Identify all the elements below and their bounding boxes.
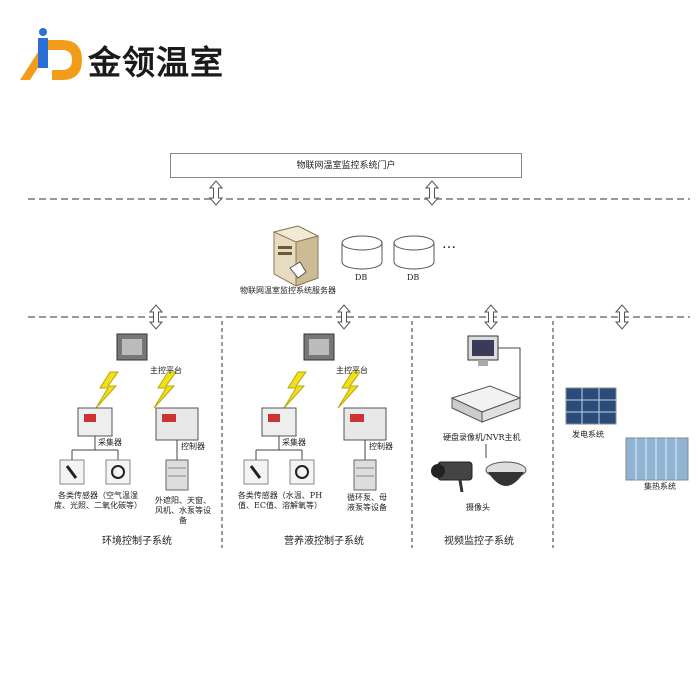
- database-icon: [393, 235, 435, 270]
- sensor-icon: [289, 459, 315, 485]
- env-main-platform-label: 主控平台: [150, 366, 182, 375]
- env-collector-label: 采集器: [98, 438, 122, 447]
- env-controller-label: 控制器: [181, 442, 205, 451]
- sensor-icon: [105, 459, 131, 485]
- sensor-icon: [243, 459, 269, 485]
- double-arrow-icon: [483, 304, 499, 330]
- power-system-label: 发电系统: [572, 430, 604, 439]
- db-label: DB: [407, 273, 420, 282]
- sensor-icon: [59, 459, 85, 485]
- nut-devices-label: 循环泵、母液泵等设备: [347, 493, 387, 512]
- nut-subsystem-title: 营养液控制子系统: [284, 536, 364, 547]
- solar-panel-icon: [565, 387, 617, 425]
- double-arrow-icon: [336, 304, 352, 330]
- bullet-camera-icon: [431, 461, 473, 493]
- nut-sensors-label: 各类传感器（水温、PH值、EC值、溶解氧等）: [237, 491, 323, 510]
- double-arrow-icon: [424, 180, 440, 206]
- server-label: 物联网温室监控系统服务器: [240, 286, 336, 295]
- nut-main-platform-label: 主控平台: [336, 366, 368, 375]
- video-subsystem-title: 视频监控子系统: [444, 536, 514, 547]
- solar-collector-icon: [625, 437, 689, 481]
- heat-system-label: 集热系统: [644, 482, 676, 491]
- main-platform-icon: [303, 333, 335, 361]
- server-icon: [272, 225, 320, 287]
- db-more: …: [442, 236, 456, 252]
- wireless-link-icon: [337, 371, 361, 409]
- camera-label: 摄像头: [466, 503, 490, 512]
- dome-camera-icon: [485, 461, 527, 486]
- equipment-icon: [353, 459, 377, 491]
- controller-icon: [155, 407, 199, 441]
- monitor-icon: [467, 335, 499, 366]
- collector-icon: [77, 407, 113, 437]
- wireless-link-icon: [283, 371, 307, 409]
- controller-icon: [343, 407, 387, 441]
- wireless-link-icon: [95, 371, 119, 409]
- double-arrow-icon: [208, 180, 224, 206]
- env-sensors-label: 各类传感器（空气温湿度、光照、二氧化碳等）: [54, 491, 142, 510]
- portal-box: 物联网温室监控系统门户: [170, 153, 522, 178]
- collector-icon: [261, 407, 297, 437]
- env-subsystem-title: 环境控制子系统: [102, 536, 172, 547]
- brand-logo-icon: [20, 28, 82, 80]
- double-arrow-icon: [614, 304, 630, 330]
- database-icon: [341, 235, 383, 270]
- wireless-link-icon: [153, 371, 177, 409]
- equipment-icon: [165, 459, 189, 491]
- main-platform-icon: [116, 333, 148, 361]
- nut-controller-label: 控制器: [369, 442, 393, 451]
- nvr-icon: [450, 385, 522, 423]
- db-label: DB: [355, 273, 368, 282]
- nut-collector-label: 采集器: [282, 438, 306, 447]
- nvr-label: 硬盘录像机/NVR主机: [443, 433, 521, 442]
- brand-name: 金领温室: [88, 43, 224, 82]
- env-devices-label: 外遮阳、天窗、风机、水泵等设备: [155, 496, 211, 525]
- double-arrow-icon: [148, 304, 164, 330]
